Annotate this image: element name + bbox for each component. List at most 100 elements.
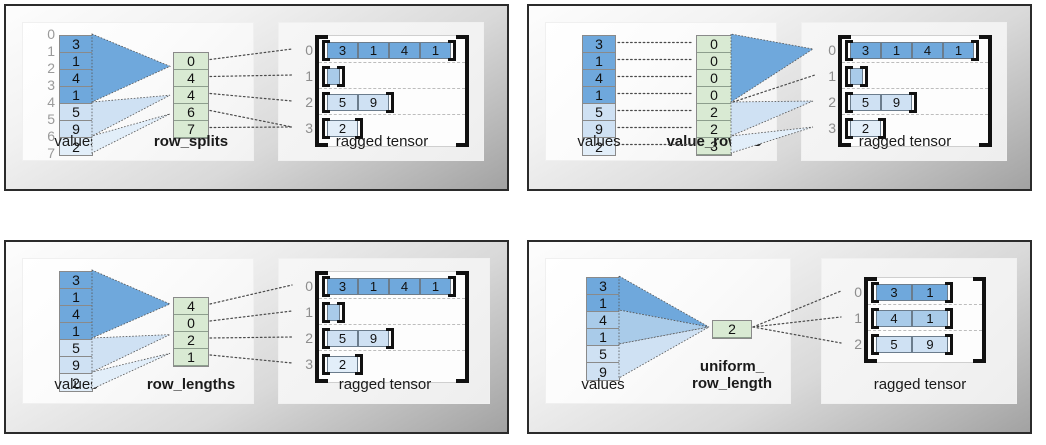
tensor-caption: ragged tensor	[338, 376, 432, 393]
values-caption: values	[581, 376, 625, 393]
encoding-caption-uniform_row_length: uniform_row_length	[654, 358, 810, 393]
tensor-cell: 9	[358, 94, 389, 111]
tensor-cell: 3	[850, 42, 881, 59]
row-bracket-left	[845, 92, 853, 113]
row-divider	[842, 62, 988, 63]
tensor-row: 2	[845, 118, 886, 139]
tensor-cell: 3	[327, 278, 358, 295]
values-index-label: 3	[47, 77, 55, 93]
encoding-cell: 4	[174, 87, 208, 104]
values-cell: 9	[60, 357, 92, 374]
row-bracket-right	[878, 118, 886, 139]
row-bracket-right	[337, 66, 345, 87]
tensor-cell: 2	[327, 356, 358, 373]
values-cell: 9	[583, 121, 615, 138]
row-divider	[868, 330, 982, 331]
tensor-row: 2	[322, 118, 363, 139]
tensor-cell-empty	[327, 68, 340, 85]
tensor-caption: ragged tensor	[858, 133, 952, 150]
values-cell: 3	[583, 36, 615, 53]
tensor-cell: 5	[327, 330, 358, 347]
encoding-caption-line: uniform_	[699, 358, 765, 375]
encoding-cell: 3	[697, 138, 731, 155]
row-bracket-left	[871, 282, 879, 303]
encoding-caption-line: row_splits	[153, 133, 229, 150]
tensor-row-cells: 2	[322, 354, 363, 375]
tensor-row-label: 0	[854, 284, 862, 300]
tensor-row-label: 2	[854, 336, 862, 352]
outer-bracket-right	[456, 271, 469, 383]
row-bracket-right	[971, 40, 979, 61]
tensor-cell-empty	[327, 304, 340, 321]
outer-bracket-left	[315, 271, 328, 383]
values-index-label: 1	[47, 43, 55, 59]
row-bracket-right	[386, 328, 394, 349]
tensor-row-label: 0	[828, 42, 836, 58]
values-index-label: 4	[47, 94, 55, 110]
encoding-caption-line: row_lengths	[146, 376, 236, 393]
row-bracket-left	[871, 334, 879, 355]
tensor-cell: 1	[420, 278, 451, 295]
row-divider	[868, 304, 982, 305]
tensor-cell: 1	[943, 42, 974, 59]
tensor-cell: 5	[850, 94, 881, 111]
outer-bracket-right	[979, 35, 992, 147]
row-bracket-right	[355, 354, 363, 375]
outer-bracket-right	[973, 277, 986, 363]
encoding-cell: 4	[174, 70, 208, 87]
values-cell: 1	[60, 289, 92, 306]
tensor-row-label: 3	[305, 356, 313, 372]
row-bracket-right	[355, 118, 363, 139]
values-cell: 9	[587, 363, 619, 380]
row-bracket-right	[945, 308, 953, 329]
tensor-row-cells	[322, 302, 345, 323]
encoding-caption-line: value_rowids	[666, 133, 762, 150]
row-bracket-left	[871, 308, 879, 329]
tensor-cell: 1	[358, 278, 389, 295]
encoding-cell: 0	[697, 53, 731, 70]
row-bracket-left	[322, 40, 330, 61]
tensor-cell: 4	[389, 42, 420, 59]
encoding-cell: 2	[174, 331, 208, 349]
row-divider	[319, 114, 465, 115]
tensor-row-cells	[845, 66, 868, 87]
row-bracket-right	[945, 334, 953, 355]
encoding-cell: 0	[174, 314, 208, 332]
encoding-cell: 2	[697, 104, 731, 121]
row-bracket-right	[909, 92, 917, 113]
values-cell: 5	[60, 104, 92, 121]
encoding-cell: 2	[713, 320, 751, 338]
values-cell: 2	[60, 374, 92, 391]
tensor-cell: 4	[389, 278, 420, 295]
row-bracket-left	[322, 92, 330, 113]
tensor-cell: 9	[881, 94, 912, 111]
values-cell: 1	[60, 87, 92, 104]
values-cell: 1	[583, 87, 615, 104]
values-cell: 9	[60, 121, 92, 138]
values-index-label: 5	[47, 111, 55, 127]
tensor-cell: 1	[420, 42, 451, 59]
tensor-cell: 3	[327, 42, 358, 59]
tensor-caption: ragged tensor	[873, 376, 967, 393]
tensor-cell: 3	[876, 284, 912, 301]
